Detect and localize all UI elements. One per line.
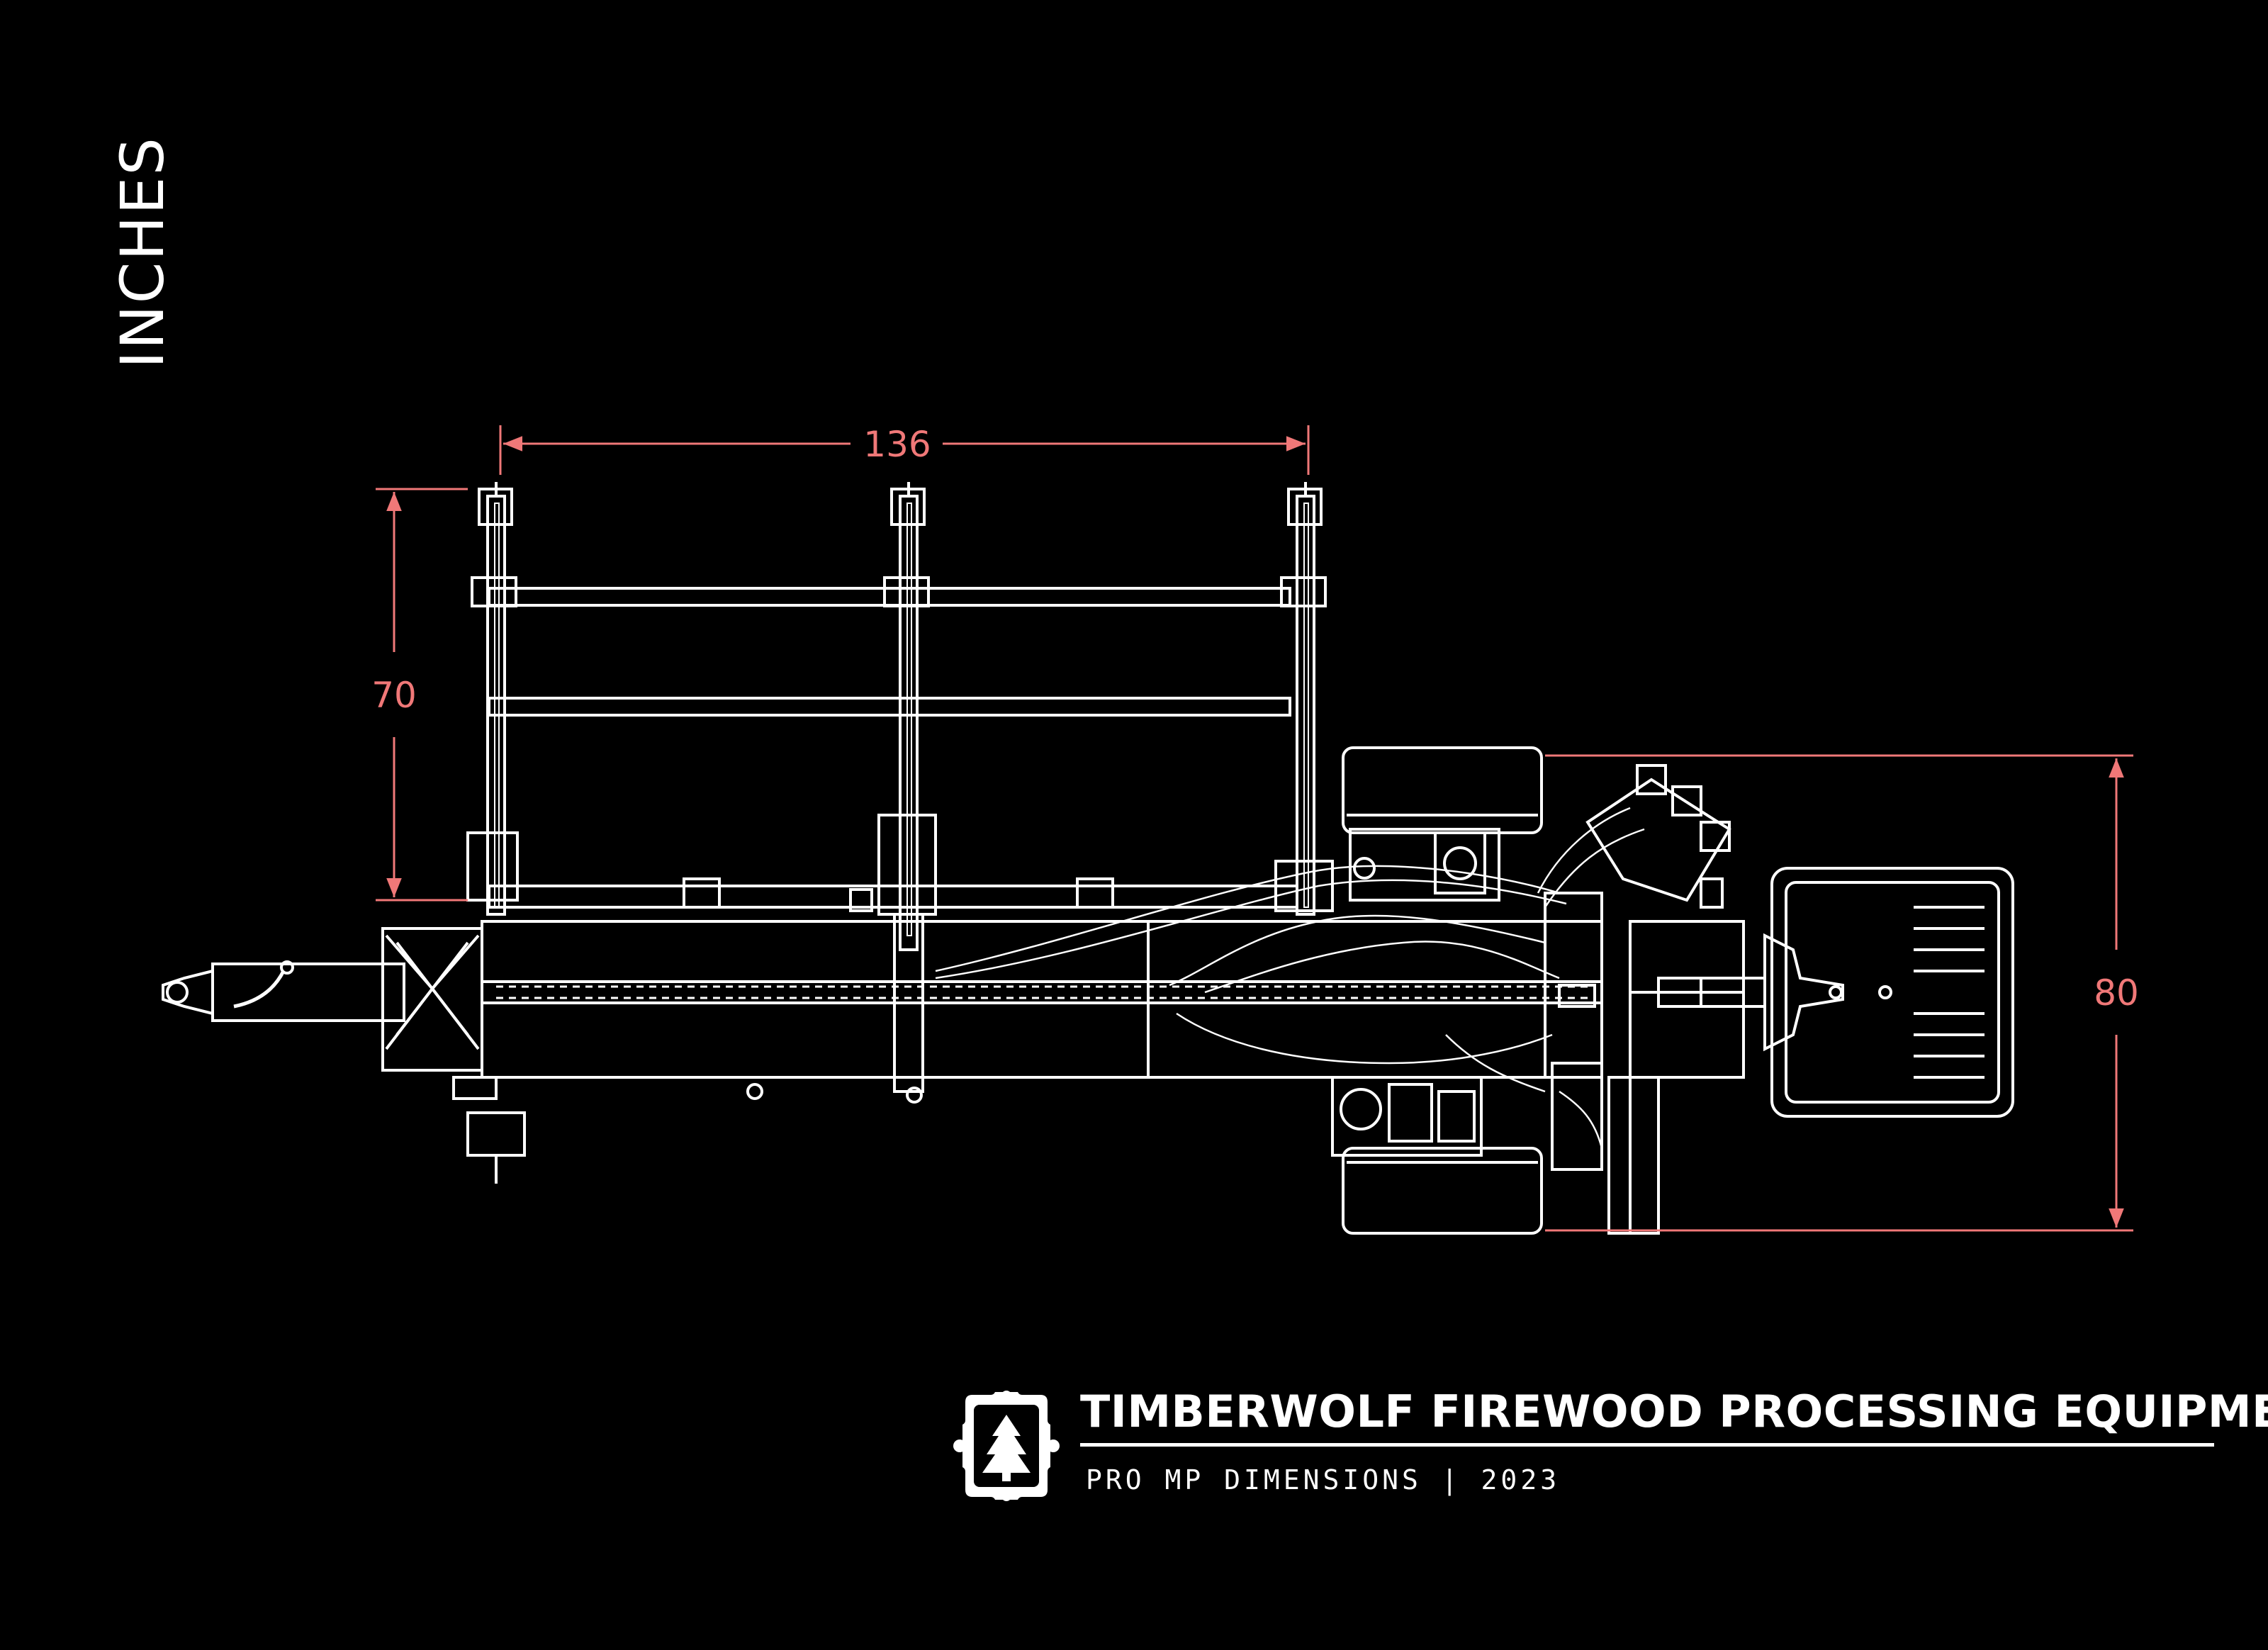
splitter-wedge xyxy=(381,927,526,1184)
deck-rail-mid xyxy=(488,697,1291,717)
dim-label-136: 136 xyxy=(863,424,931,465)
dimensions xyxy=(376,425,2133,1232)
dimension-labels: 136 70 80 xyxy=(371,424,2139,1014)
tree-badge-icon xyxy=(953,1391,1060,1501)
valve-bank xyxy=(1544,764,1731,1171)
cylinder-housing xyxy=(1629,920,1745,1079)
title: TIMBERWOLF FIREWOOD PROCESSING EQUIPMENT xyxy=(1080,1386,2268,1437)
hoses xyxy=(935,807,1645,1149)
engine-block xyxy=(1331,1076,1483,1157)
hitch-tongue xyxy=(162,960,405,1022)
dim-label-80: 80 xyxy=(2094,972,2139,1014)
deck-rail-low xyxy=(488,885,1298,909)
deck-arm-left xyxy=(466,482,519,916)
machine-linework xyxy=(162,482,2014,1235)
tank-top xyxy=(1342,746,1543,834)
deck-arm-right xyxy=(1274,482,1334,916)
title-rule xyxy=(1080,1443,2214,1447)
subtitle: PRO MP DIMENSIONS | 2023 xyxy=(1086,1464,1561,1495)
radiator xyxy=(1770,867,2014,1118)
dim-label-70: 70 xyxy=(371,675,417,716)
tank-bottom xyxy=(1342,1147,1543,1235)
deck-arm-center xyxy=(877,482,937,1093)
deck-rail-top xyxy=(488,587,1291,607)
